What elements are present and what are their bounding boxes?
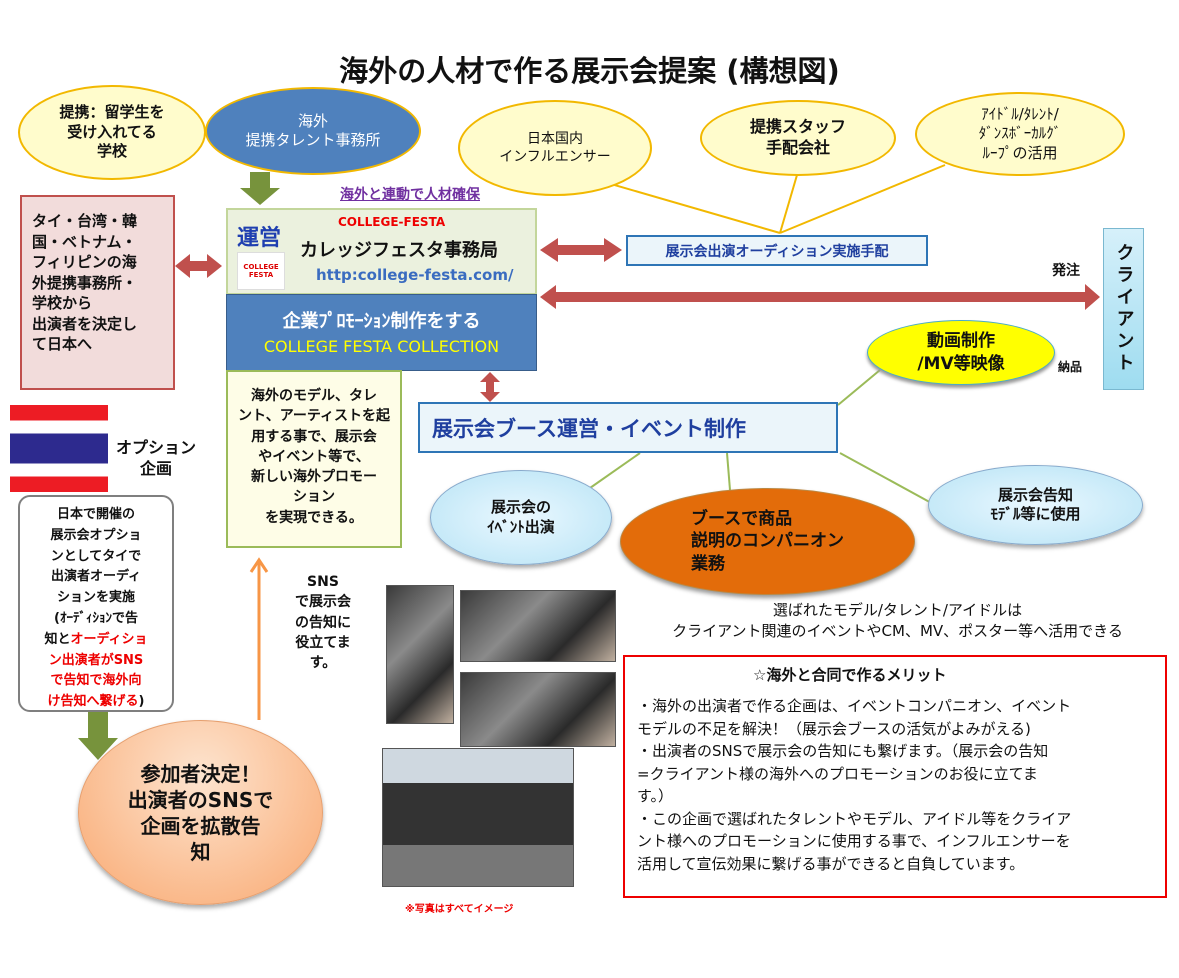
partner-offices-box: タイ・台湾・韓 国・ベトナム・ フィリピンの海 外提携事務所・ 学校から 出演者… — [20, 195, 175, 390]
oval-staff: 提携スタッフ 手配会社 — [700, 100, 896, 176]
page-title: 海外の人材で作る展示会提案 (構想図) — [339, 54, 840, 88]
left-double-arrow — [175, 254, 222, 278]
thai-flag-icon — [10, 405, 108, 492]
vertical-double-arrow — [480, 372, 500, 402]
photo-model — [386, 585, 454, 724]
oval-school: 提携：留学生を 受け入れてる 学校 — [18, 85, 206, 180]
bubble-notice: 展示会告知 ﾓﾃﾞﾙ等に使用 — [928, 465, 1143, 545]
description-box: 海外のモデル、タレ ント、アーティストを起 用する事で、展示会 やイベント等で、… — [226, 370, 402, 548]
oval-influencer: 日本国内 インフルエンサー — [458, 100, 652, 196]
delivery-label: 納品 — [1058, 360, 1083, 374]
order-label: 発注 — [1052, 263, 1080, 279]
usage-note: 選ばれたモデル/タレント/アイドルは クライアント関連のイベントやCM、MV、ポ… — [672, 601, 1123, 640]
promotion-subtitle: COLLEGE FESTA COLLECTION — [263, 337, 500, 356]
client-box: クライアント — [1103, 228, 1144, 390]
merit-body: ・海外の出演者で作る企画は、イベントコンパニオン、イベント モデルの不足を解決！… — [637, 697, 1072, 873]
college-festa-logo: COLLEGE FESTA — [237, 252, 285, 290]
option-text: 日本で開催の 展示会オプショ ンとしてタイで 出演者オーディ ションを実施 (ｵ… — [44, 507, 142, 647]
office-audition-double-arrow — [540, 238, 622, 262]
oval-talent-agency: 海外 提携タレント事務所 — [205, 87, 421, 175]
photo-stage — [382, 748, 574, 887]
bubble-companion: ブースで商品 説明のコンパニオン 業務 — [620, 488, 915, 595]
merit-box: ☆海外と合同で作るメリット ・海外の出演者で作る企画は、イベントコンパニオン、イ… — [623, 655, 1167, 898]
office-brand: COLLEGE-FESTA — [338, 215, 446, 229]
oval-idol: ｱｲﾄﾞﾙ/ﾀﾚﾝﾄ/ ﾀﾞﾝｽﾎﾞｰｶﾙｸﾞ ﾙｰﾌﾟの活用 — [915, 92, 1125, 176]
down-arrow-green — [240, 172, 280, 205]
promotion-box: 企業ﾌﾟﾛﾓｰｼｮﾝ制作をする COLLEGE FESTA COLLECTION — [226, 294, 537, 371]
option-box: 日本で開催の 展示会オプショ ンとしてタイで 出演者オーディ ションを実施 (ｵ… — [18, 495, 174, 712]
oval-decision: 参加者決定！ 出演者のSNSで 企画を拡散告 知 — [78, 720, 323, 905]
link-label: 海外と連動で人材確保 — [340, 187, 480, 203]
office-box: 運営 COLLEGE FESTA COLLEGE-FESTA カレッジフェスタ事… — [226, 208, 537, 295]
option-text-end: ) — [138, 694, 145, 710]
office-name: カレッジフェスタ事務局 — [300, 240, 498, 261]
up-arrow-orange — [249, 557, 269, 720]
event-production-box: 展示会ブース運営・イベント制作 — [418, 402, 838, 453]
promotion-title: 企業ﾌﾟﾛﾓｰｼｮﾝ制作をする — [282, 311, 481, 332]
option-label: オプション 企画 — [115, 438, 196, 478]
audition-box: 展示会出演オーディション実施手配 — [626, 235, 928, 266]
merit-title: ☆海外と合同で作るメリット — [753, 666, 947, 684]
photo-red-carpet — [460, 672, 616, 747]
photo-group — [460, 590, 616, 662]
office-url[interactable]: http:college-festa.com/ — [316, 266, 514, 284]
down-arrow-green-2 — [78, 712, 118, 760]
event-links — [589, 369, 936, 506]
option-text-highlight: オーディショ ン出演者がSNS で告知で海外向 け告知へ繋げる — [47, 631, 148, 710]
order-arrow — [540, 284, 1100, 310]
sns-note: SNS で展示会 の告知に 役立てま す。 — [295, 574, 351, 672]
office-badge: 運営 — [237, 226, 282, 251]
bubble-event: 展示会の ｲﾍﾞﾝﾄ出演 — [430, 470, 612, 565]
oval-video: 動画制作 /MV等映像 — [867, 320, 1055, 385]
photo-caption: ※写真はすべてイメージ — [405, 904, 514, 915]
